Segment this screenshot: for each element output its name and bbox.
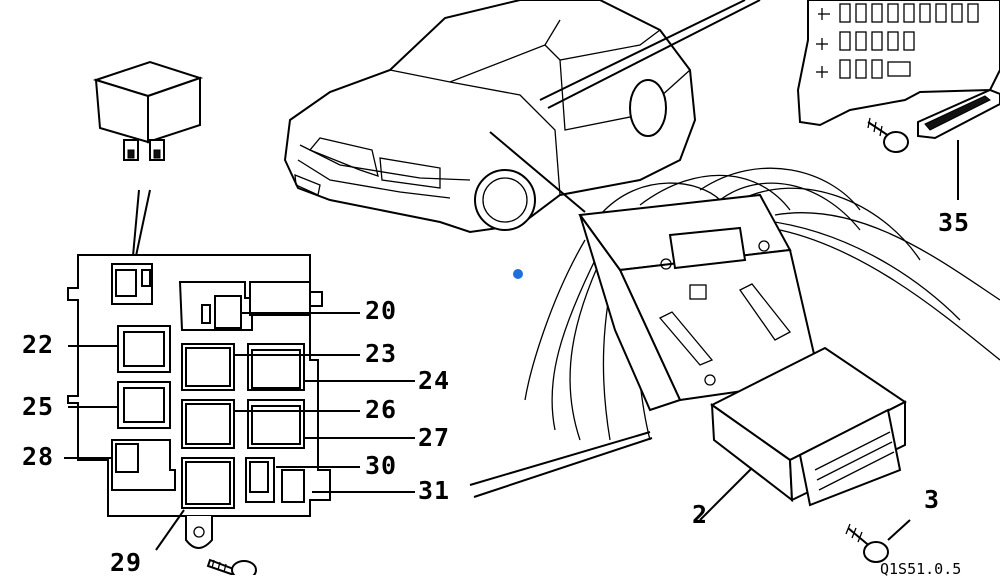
callout-2: 2: [692, 500, 709, 529]
callout-3: 3: [924, 485, 941, 514]
fuse-panel-illustration: [796, 0, 1000, 200]
relay-illustration: [92, 60, 204, 257]
callout-24: 24: [418, 366, 451, 395]
callout-25: 25: [22, 392, 55, 421]
callout-30: 30: [365, 451, 398, 480]
callout-31: 31: [418, 476, 451, 505]
callout-35: 35: [938, 208, 971, 237]
callout-22: 22: [22, 330, 55, 359]
callout-20: 20: [365, 296, 398, 325]
control-unit-illustration: [524, 167, 1000, 563]
reference-code: Q1S51.0.5: [880, 560, 962, 578]
screw-illustration-lower-left: [206, 558, 257, 575]
relay-box-illustration: [67, 254, 331, 549]
callout-28: 28: [22, 442, 55, 471]
car-illustration: [283, 0, 761, 234]
callout-27: 27: [418, 423, 451, 452]
marker-dot: [513, 269, 523, 279]
pointer-lines: [469, 431, 911, 541]
callout-26: 26: [365, 395, 398, 424]
callout-29: 29: [110, 548, 143, 577]
leader-lines: [64, 312, 415, 551]
callout-23: 23: [365, 339, 398, 368]
